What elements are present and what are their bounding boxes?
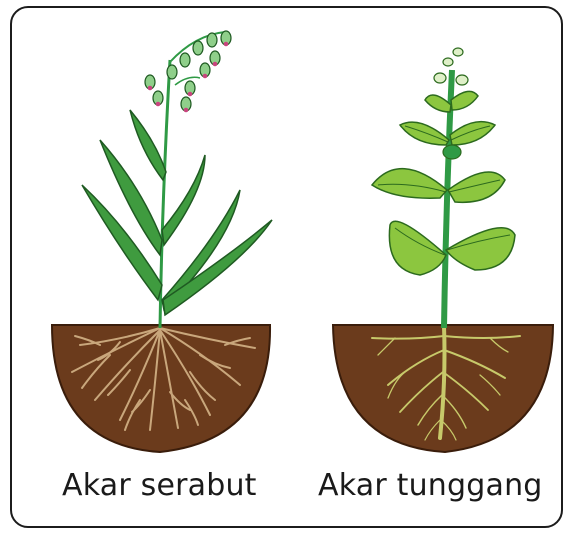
grass-leaves — [82, 110, 272, 315]
fibrous-root-plant — [52, 31, 272, 452]
taproot-plant — [333, 48, 553, 452]
caption-fibrous-root: Akar serabut — [62, 468, 257, 503]
flower-spike — [145, 31, 231, 112]
caption-taproot: Akar tunggang — [318, 468, 543, 503]
